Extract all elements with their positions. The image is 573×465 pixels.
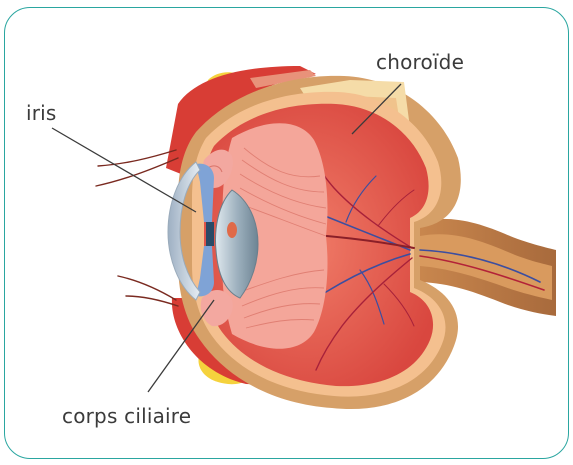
label-choroide: choroïde — [376, 50, 464, 74]
label-corps-ciliaire: corps ciliaire — [62, 404, 191, 428]
eyelashes — [96, 150, 178, 306]
label-iris: iris — [26, 101, 57, 125]
